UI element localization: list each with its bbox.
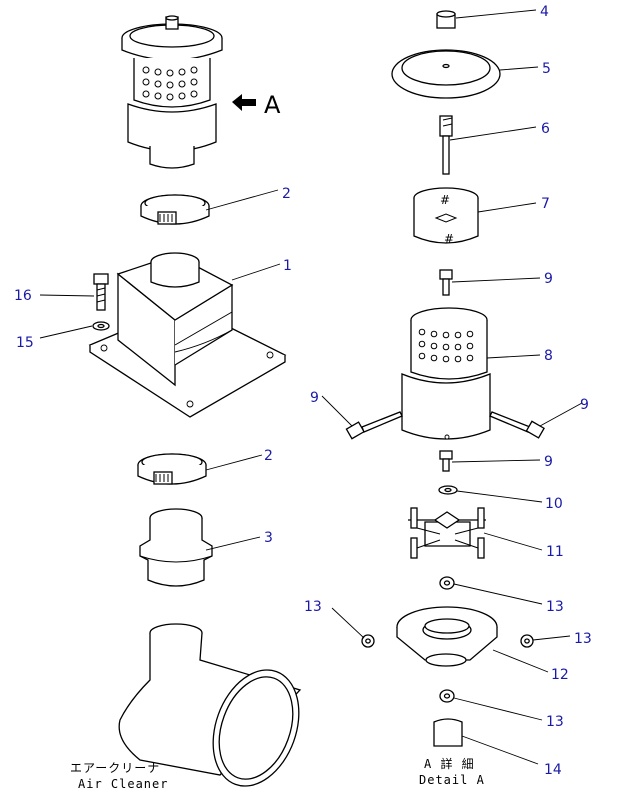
part-9-bolt-right (489, 411, 545, 439)
callout-9-lower: 9 (544, 454, 553, 470)
part-9-bolt-lower (439, 450, 453, 472)
callout-12: 12 (551, 667, 569, 683)
part-10-washer (438, 485, 458, 495)
callout-2-lower: 2 (264, 448, 273, 464)
callout-7: 7 (541, 196, 550, 212)
callout-9-right: 9 (580, 397, 589, 413)
part-12-base (396, 606, 498, 667)
detail-caption-jp: A 詳 細 (424, 756, 475, 771)
part-13-nut-right (520, 634, 534, 648)
callout-6: 6 (541, 121, 550, 137)
part-7-band: # # (413, 187, 479, 246)
hose-clamp-lower (137, 453, 207, 485)
washer-15 (92, 321, 110, 331)
part-13-nut-upper (439, 576, 455, 590)
callout-13-left: 13 (304, 599, 322, 615)
view-a-label: A (264, 91, 281, 119)
part-9-bolt-top (439, 269, 453, 296)
part-8-filter (401, 307, 491, 440)
callout-9-left: 9 (310, 390, 319, 406)
callout-9-top: 9 (544, 271, 553, 287)
part-9-bolt-left (345, 411, 403, 440)
pipe-tee (118, 623, 302, 787)
part-13-nut-lower (439, 689, 455, 703)
callout-3: 3 (264, 530, 273, 546)
air-cleaner-caption-jp: エアークリーナ (70, 761, 160, 775)
arrow-left-icon (232, 94, 256, 111)
part-11-spider (408, 507, 486, 559)
callout-numbers: 2 1 16 15 2 3 4 5 6 7 9 8 9 9 9 10 11 13… (14, 4, 592, 778)
part-5-cover (391, 49, 501, 99)
callout-13-right: 13 (574, 631, 592, 647)
callout-15: 15 (16, 335, 34, 351)
callout-4: 4 (540, 4, 549, 20)
callout-1: 1 (283, 258, 292, 274)
part-4-nut (436, 10, 456, 29)
hose-clamp-upper (140, 194, 210, 225)
leader-lines (39, 9, 583, 765)
callout-2-upper: 2 (282, 186, 291, 202)
callout-11: 11 (546, 544, 564, 560)
view-a-marker: A (232, 91, 281, 119)
mounting-bracket (88, 252, 287, 418)
callout-5: 5 (542, 61, 551, 77)
bolt-16 (93, 273, 109, 311)
part-6-stud (439, 115, 453, 175)
callout-13-upper: 13 (546, 599, 564, 615)
part-14-sleeve (433, 718, 463, 747)
callout-8: 8 (544, 348, 553, 364)
air-cleaner-caption-en: Air Cleaner (78, 777, 168, 791)
air-cleaner-top (121, 15, 223, 169)
callout-13-lower: 13 (546, 714, 564, 730)
part-13-nut-left (361, 634, 375, 648)
callout-16: 16 (14, 288, 32, 304)
svg-text:#: # (440, 193, 450, 207)
svg-text:#: # (444, 232, 454, 246)
detail-caption-en: Detail A (419, 773, 485, 787)
callout-10: 10 (545, 496, 563, 512)
callout-14: 14 (544, 762, 562, 778)
hose-3 (139, 508, 213, 587)
